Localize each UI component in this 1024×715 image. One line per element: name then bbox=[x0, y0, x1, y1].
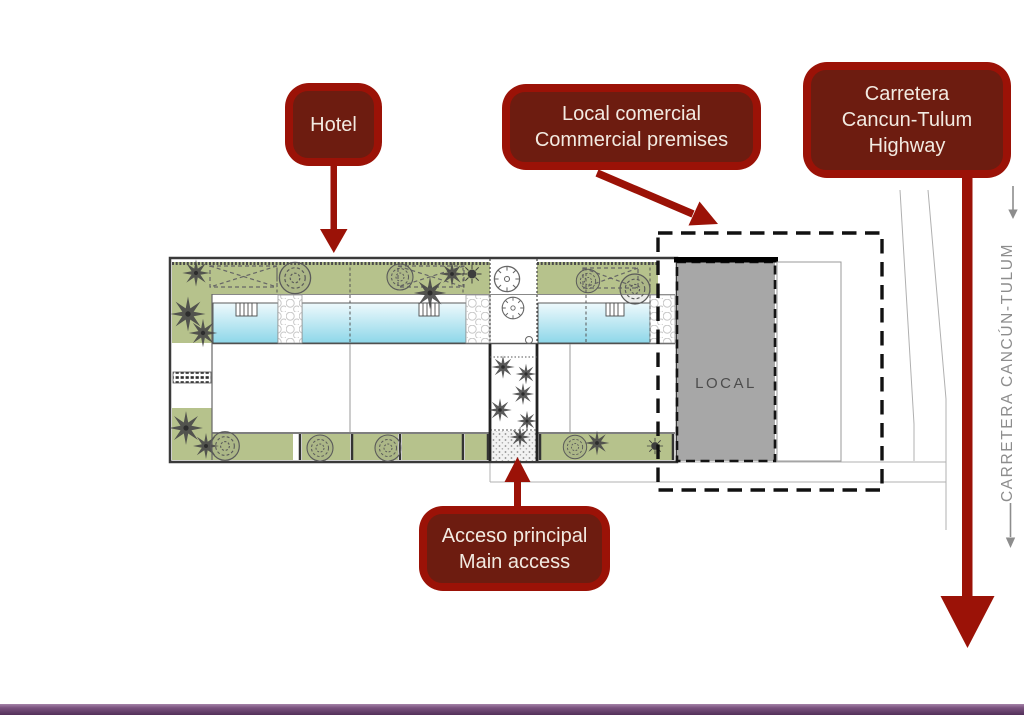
highway-callout: Carretera Cancun-Tulum Highway bbox=[803, 62, 1011, 178]
access-callout-line1: Acceso principal bbox=[441, 524, 588, 547]
access-arrow bbox=[504, 457, 531, 506]
traffic-arrow-north-icon bbox=[1008, 186, 1018, 219]
pool-center bbox=[301, 302, 467, 344]
hotel-plan bbox=[168, 256, 679, 464]
commercial-callout-line1: Local comercial bbox=[562, 103, 701, 125]
highway-callout-line1: Carretera bbox=[864, 83, 950, 105]
access-callout: Acceso principal Main access bbox=[419, 506, 610, 591]
access-corridor bbox=[488, 259, 539, 461]
footer-bar bbox=[0, 704, 1024, 715]
pools bbox=[212, 302, 651, 344]
commercial-callout-panel: Local comercial Commercial premises bbox=[510, 92, 753, 162]
highway-callout-line2: Cancun-Tulum bbox=[841, 109, 973, 131]
hotel-callout-label: Hotel bbox=[310, 113, 357, 136]
access-callout-line2: Main access bbox=[458, 550, 571, 573]
commercial-callout-line2: Commercial premises bbox=[534, 129, 729, 151]
pool-east bbox=[537, 302, 651, 344]
highway-road-label: CARRETERA CANCÚN-TULUM bbox=[999, 243, 1016, 502]
hotel-callout-panel: Hotel bbox=[293, 91, 374, 158]
access-callout-panel: Acceso principal Main access bbox=[427, 514, 602, 583]
traffic-arrow-south-icon bbox=[1005, 503, 1016, 548]
commercial-callout: Local comercial Commercial premises bbox=[502, 84, 761, 170]
adjacent-building bbox=[776, 261, 842, 462]
pebble-decks bbox=[277, 294, 676, 344]
stair-hatch bbox=[172, 371, 212, 384]
highway-arrow bbox=[940, 177, 995, 648]
local-building: LOCAL bbox=[674, 257, 778, 463]
partition-lines bbox=[276, 262, 651, 343]
hotel-arrow bbox=[320, 166, 348, 253]
hotel-callout: Hotel bbox=[285, 83, 382, 166]
pool-stairs bbox=[235, 302, 625, 317]
commercial-arrow bbox=[595, 169, 718, 226]
highway-annotations: CARRETERA CANCÚN-TULUM bbox=[999, 186, 1018, 548]
highway-callout-line3: Highway bbox=[868, 135, 946, 157]
local-label: LOCAL bbox=[695, 375, 757, 392]
callout-arrows bbox=[320, 166, 995, 648]
commercial-zone-outline bbox=[656, 231, 884, 492]
highway-callout-panel: Carretera Cancun-Tulum Highway bbox=[811, 70, 1003, 170]
